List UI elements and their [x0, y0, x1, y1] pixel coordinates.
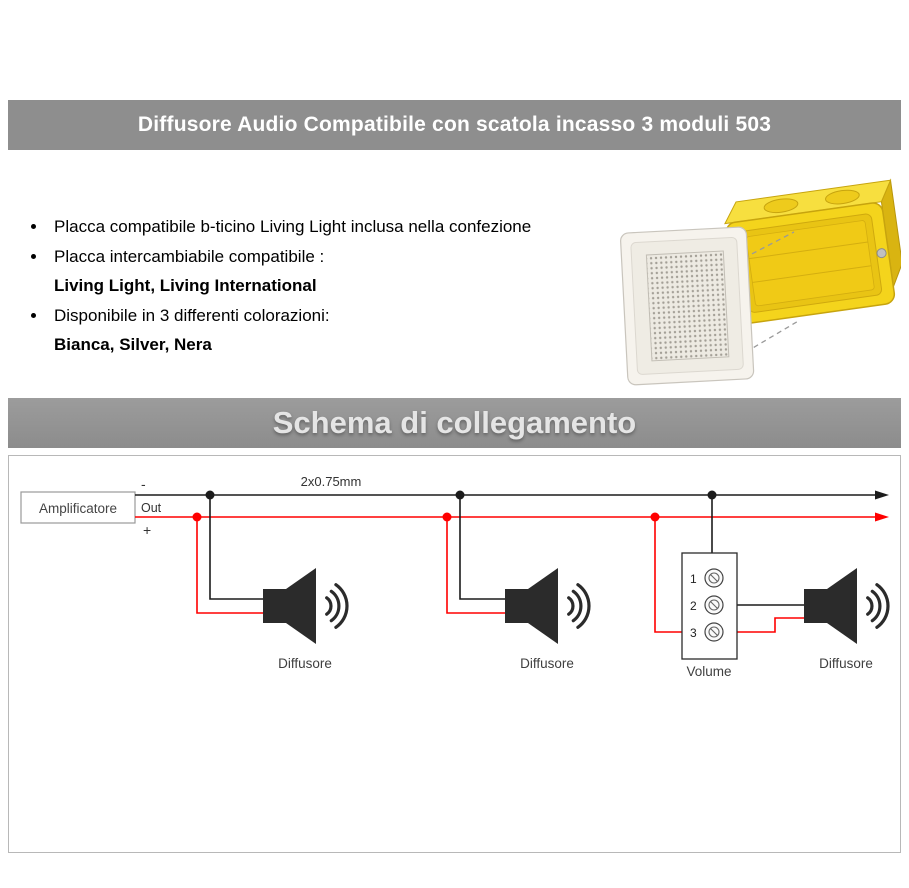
feature-item: Placca intercambiabile compatibile : Liv… — [48, 242, 608, 301]
feature-text-bold: Living Light, Living International — [54, 276, 317, 295]
speaker-label: Diffusore — [278, 656, 332, 671]
flush-mount-box-icon — [724, 178, 901, 325]
minus-label: - — [141, 476, 146, 492]
speaker-icon — [503, 566, 591, 646]
cable-label: 2x0.75mm — [301, 474, 362, 489]
wire-red-link — [723, 617, 804, 633]
feature-item: Placca compatibile b-ticino Living Light… — [48, 212, 608, 242]
wire-black-drop — [209, 495, 263, 600]
terminal-screw-icon — [704, 595, 724, 615]
assembly-guide-line — [745, 319, 801, 353]
terminal-screw-icon — [704, 568, 724, 588]
terminal-screw-icon — [704, 622, 724, 642]
wire-black-drop — [459, 495, 505, 600]
feature-text: Placca intercambiabile compatibile : — [54, 246, 325, 266]
wire-red-drop — [196, 517, 263, 614]
speaker-label: Diffusore — [819, 656, 873, 671]
terminal-number: 2 — [690, 599, 697, 613]
out-label: Out — [141, 501, 162, 515]
feature-text: Disponibile in 3 differenti colorazioni: — [54, 305, 330, 325]
terminal-number: 1 — [690, 572, 697, 586]
speaker-plate-icon — [620, 226, 755, 386]
screw-icon — [876, 248, 887, 259]
product-photo — [620, 178, 901, 386]
schema-title: Schema di collegamento — [272, 405, 637, 440]
volume-label: Volume — [686, 664, 731, 679]
feature-text: Placca compatibile b-ticino Living Light… — [54, 217, 532, 236]
title-bar: Diffusore Audio Compatibile con scatola … — [8, 100, 901, 150]
arrow-right-icon — [875, 490, 889, 500]
plus-label: + — [143, 522, 151, 538]
speaker-label: Diffusore — [520, 656, 574, 671]
speaker-icon — [802, 566, 890, 646]
wiring-diagram-panel: Amplificatore - Out + 2x0.75mm 1 2 — [8, 455, 901, 853]
speaker-grille — [645, 250, 730, 362]
page-title: Diffusore Audio Compatibile con scatola … — [137, 113, 772, 136]
feature-text-bold: Bianca, Silver, Nera — [54, 335, 212, 354]
terminal-number: 3 — [690, 626, 697, 640]
features-list: Placca compatibile b-ticino Living Light… — [8, 212, 608, 360]
wiring-diagram: Amplificatore - Out + 2x0.75mm 1 2 — [20, 474, 890, 679]
assembly-guide-line — [743, 231, 795, 259]
amplifier-box — [20, 491, 136, 524]
wire-red-drop — [446, 517, 505, 614]
arrow-right-icon — [875, 512, 889, 522]
speaker-icon — [261, 566, 349, 646]
feature-item: Disponibile in 3 differenti colorazioni:… — [48, 301, 608, 360]
schema-title-bar: Schema di collegamento — [8, 398, 901, 448]
product-info-section: Placca compatibile b-ticino Living Light… — [8, 150, 901, 396]
amplifier-label: Amplificatore — [39, 501, 117, 516]
